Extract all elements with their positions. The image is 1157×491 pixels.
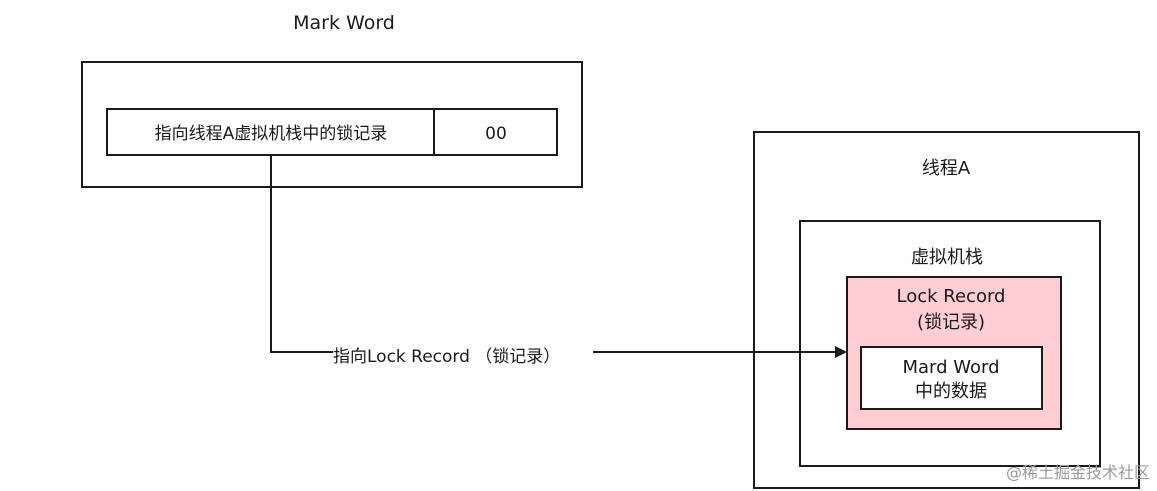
lock-record-title-line2: (锁记录) <box>917 312 985 333</box>
mark-word-lock-bits-cell <box>433 108 558 156</box>
pointer-arrow-connector <box>270 155 333 353</box>
mark-word-title: Mark Word <box>293 12 395 34</box>
mark-word-lock-bits-text: 00 <box>485 124 507 144</box>
mark-word-pointer-text: 指向线程A虚拟机栈中的锁记录 <box>155 124 388 144</box>
pointer-arrow-label: 指向Lock Record （锁记录） <box>333 347 560 367</box>
thread-a-box <box>753 131 1140 489</box>
lock-record-inner-line1: Mard Word <box>902 357 999 378</box>
lock-record-inner-box <box>860 346 1043 410</box>
lock-record-inner-line2: 中的数据 <box>915 381 987 402</box>
thread-a-title: 线程A <box>922 158 971 179</box>
mark-word-box <box>81 61 583 188</box>
jvm-stack-title: 虚拟机栈 <box>911 247 983 268</box>
lock-record-title-line1: Lock Record <box>897 286 1006 307</box>
jvm-stack-box <box>799 220 1101 467</box>
watermark-text: @稀土掘金技术社区 <box>1006 463 1150 482</box>
